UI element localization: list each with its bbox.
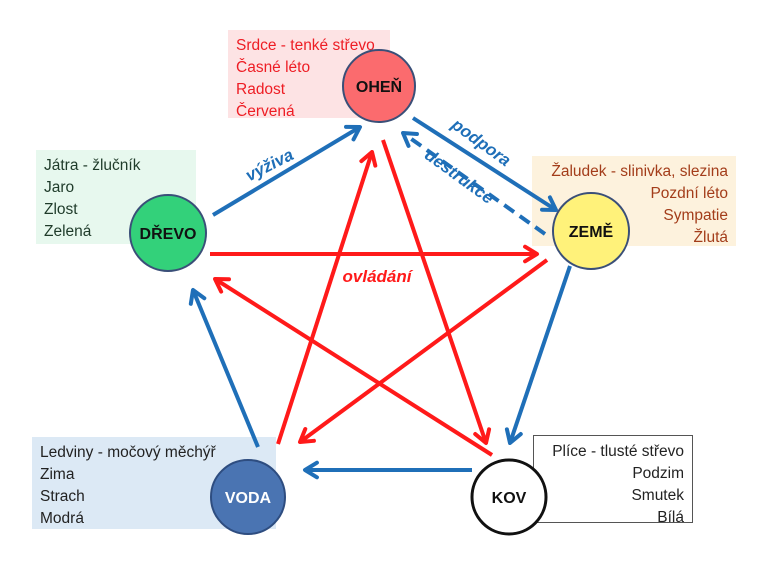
arrowhead-icon xyxy=(523,244,539,264)
edge-line xyxy=(381,139,488,444)
edge-water-to-wood-support xyxy=(188,288,260,448)
arrowhead-icon xyxy=(359,150,378,168)
edge-wood-to-earth-control xyxy=(210,244,539,264)
water-circle xyxy=(210,459,286,535)
arrowhead-icon xyxy=(473,427,492,445)
arrowhead-icon xyxy=(303,460,319,480)
node-metal[interactable]: KOV xyxy=(470,458,548,536)
water-label: VODA xyxy=(225,490,272,507)
fire-label: OHEŇ xyxy=(356,77,402,96)
edge-water-to-fire-control xyxy=(276,150,378,445)
metal-info-box: Plíce - tlusté střevo Podzim Smutek Bílá xyxy=(533,435,693,526)
wood-circle xyxy=(129,194,207,272)
wood-season: Jaro xyxy=(44,179,75,196)
node-water[interactable]: VODA xyxy=(210,459,286,535)
edge-line xyxy=(276,151,374,445)
edges-layer xyxy=(188,116,572,480)
metal-color: Bílá xyxy=(657,509,684,526)
arrowhead-icon xyxy=(504,427,523,445)
edge-line xyxy=(508,265,572,444)
arrowhead-icon xyxy=(344,124,362,142)
water-season: Zima xyxy=(40,466,75,483)
edge-line xyxy=(211,125,362,217)
fire-circle xyxy=(342,49,416,123)
edge-line xyxy=(213,277,494,457)
fire-organs: Srdce - tenké střevo xyxy=(236,37,375,54)
edge-wood-to-fire-support xyxy=(211,124,362,217)
wood-organs: Játra - žlučník xyxy=(44,157,141,174)
earth-label: ZEMĚ xyxy=(569,222,614,241)
arrowhead-icon xyxy=(401,131,419,148)
metal-label: KOV xyxy=(492,490,527,507)
edge-line xyxy=(411,116,558,212)
earth-season: Pozdní léto xyxy=(650,185,728,202)
fire-color: Červená xyxy=(236,103,295,120)
edge-fire-to-metal-control xyxy=(381,139,492,445)
metal-organs: Plíce - tlusté střevo xyxy=(552,443,684,460)
wood-color: Zelená xyxy=(44,223,92,240)
metal-season: Podzim xyxy=(632,465,684,482)
earth-emotion: Sympatie xyxy=(663,207,728,224)
earth-organs: Žaludek - slinivka, slezina xyxy=(551,163,728,180)
node-fire[interactable]: OHEŇ xyxy=(342,49,416,123)
arrowhead-icon xyxy=(188,288,207,306)
edge-earth-to-metal-support xyxy=(504,265,572,445)
node-wood[interactable]: DŘEVO xyxy=(129,194,207,272)
metal-circle xyxy=(470,458,548,536)
earth-circle xyxy=(552,192,630,270)
edge-label-control: ovládání xyxy=(343,267,414,286)
water-color: Modrá xyxy=(40,510,84,527)
control-label: ovládání xyxy=(343,267,414,286)
earth-color: Žlutá xyxy=(693,229,728,246)
wood-emotion: Zlost xyxy=(44,201,78,218)
edge-earth-to-water-control xyxy=(298,258,549,444)
fire-season: Časné léto xyxy=(236,59,311,76)
metal-emotion: Smutek xyxy=(631,487,684,504)
edge-fire-to-earth-support xyxy=(411,116,558,212)
edge-line xyxy=(191,289,260,448)
edge-metal-to-wood-control xyxy=(213,277,494,457)
arrowhead-icon xyxy=(298,427,316,444)
water-organs: Ledviny - močový měchýř xyxy=(40,444,216,461)
arrowhead-icon xyxy=(540,195,558,212)
edge-line xyxy=(298,258,549,444)
fire-emotion: Radost xyxy=(236,81,286,98)
node-earth[interactable]: ZEMĚ xyxy=(552,192,630,270)
arrowhead-icon xyxy=(213,277,231,294)
water-emotion: Strach xyxy=(40,488,85,505)
wood-label: DŘEVO xyxy=(140,224,197,243)
edge-line xyxy=(401,131,547,236)
edge-metal-to-water-support xyxy=(303,460,472,480)
edge-earth-to-fire-destruction xyxy=(401,131,547,236)
nodes-layer: OHEŇ ZEMĚ KOV VODA DŘEVO xyxy=(129,49,630,536)
